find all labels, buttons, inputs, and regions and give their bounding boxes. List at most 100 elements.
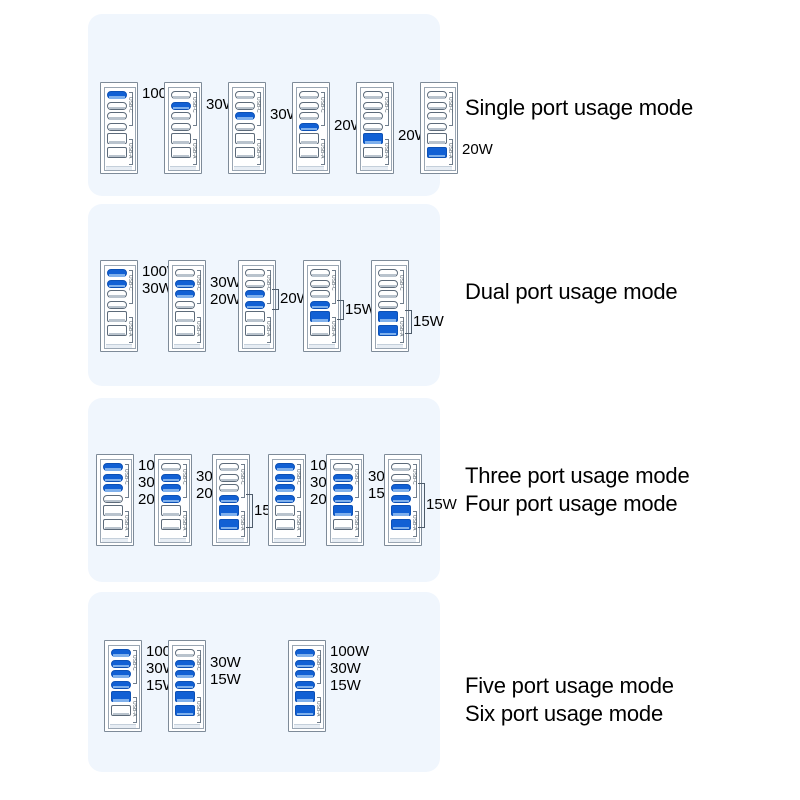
caption-line: Three port usage mode [465,463,690,488]
usb-c-port-3 [111,670,131,678]
usb-c-port-2 [107,279,127,288]
wattage-label: 15W [413,312,444,330]
usb-a-port-5 [295,691,315,702]
usb-c-side-glyph: USB-C [181,469,187,485]
usb-a-group-bracket [267,317,271,343]
usb-c-port-2 [378,279,398,288]
usb-c-port-4 [107,122,127,131]
usb-c-port-2 [175,659,195,668]
usb-a-port-5 [107,311,127,322]
port-rating-label [277,499,293,502]
usb-a-side-glyph: USB-A [295,515,301,531]
port-rating-label [380,305,396,308]
port-rating-label [380,332,396,335]
usb-c-group-bracket [400,270,404,304]
wattage-label: 15W [345,300,376,318]
usb-c-port-2 [171,101,191,110]
port-rating-label [105,489,121,492]
port-rating-label [173,141,189,144]
usb-a-side-glyph: USB-A [315,701,321,717]
usb-c-group-bracket [449,92,453,126]
device-bottom-strip [298,166,324,170]
usb-a-side-glyph: USB-A [383,143,389,159]
usb-c-port-3 [175,290,195,298]
usb-c-port-1 [310,269,330,277]
usb-c-group-bracket [332,270,336,304]
port-rating-label [221,513,237,516]
port-rating-label [109,332,125,335]
usb-c-port-3 [275,484,295,492]
usb-c-port-4 [175,680,195,689]
port-rating-label [113,675,129,678]
usb-c-side-glyph: USB-C [383,97,389,113]
usb-c-side-glyph: USB-C [353,469,359,485]
usb-c-port-3 [161,484,181,492]
port-rating-label [247,319,263,322]
usb-c-group-bracket [197,650,201,684]
usb-c-group-bracket [197,270,201,304]
usb-a-port-5 [427,133,447,144]
usb-c-group-bracket [297,464,301,498]
caption-line: Dual port usage mode [465,279,678,304]
usb-c-port-2 [103,473,123,482]
usb-c-side-glyph: USB-C [447,97,453,113]
usb-a-port-6 [103,518,123,530]
usb-c-port-2 [427,101,447,110]
port-rating-label [380,274,396,277]
port-stack [245,269,265,338]
usb-c-group-bracket [385,92,389,126]
usb-a-port-5 [219,505,239,516]
device-bottom-strip [218,538,244,542]
usb-c-port-1 [245,269,265,277]
port-rating-label [429,154,445,157]
usb-c-port-2 [111,659,131,668]
device-bottom-strip [390,538,416,542]
usb-a-port-6 [245,324,265,336]
wattage-label: 15W [330,677,361,694]
usb-a-side-glyph: USB-A [127,143,133,159]
port-rating-label [429,117,445,120]
port-stack [427,91,447,160]
charger-device: USB-C USB-A [356,82,394,174]
usb-c-group-bracket [321,92,325,126]
usb-c-side-glyph: USB-C [265,275,271,291]
port-stack [275,463,295,532]
usb-a-port-5 [245,311,265,322]
port-rating-label [393,513,409,516]
port-rating-label [237,127,253,130]
usb-c-group-bracket [241,464,245,498]
port-rating-label [380,319,396,322]
port-rating-label [277,468,293,471]
port-rating-label [247,295,263,298]
usb-a-port-6 [378,324,398,336]
device-bottom-strip [106,166,132,170]
port-rating-label [163,468,179,471]
usb-a-side-glyph: USB-A [265,321,271,337]
port-rating-label [380,295,396,298]
usb-c-port-4 [107,300,127,309]
port-stack [103,463,123,532]
usb-c-group-bracket [183,464,187,498]
wattage-leader-bracket [418,483,425,528]
usb-c-port-2 [245,279,265,288]
wattage-label: 30W [210,653,241,671]
port-rating-label [173,106,189,109]
usb-a-group-bracket [413,511,417,537]
usb-a-group-bracket [385,139,389,165]
panel-three-four-port-mode: USB-CUSB-A100W30W20WUSB-CUSB-A30W20WUSB-… [88,398,457,582]
caption-single-port-mode: Single port usage mode [465,94,693,122]
usb-c-port-2 [275,473,295,482]
usb-c-side-glyph: USB-C [195,655,201,671]
usb-c-port-3 [333,484,353,492]
usb-a-port-6 [391,518,411,530]
caption-line: Five port usage mode [465,673,674,698]
